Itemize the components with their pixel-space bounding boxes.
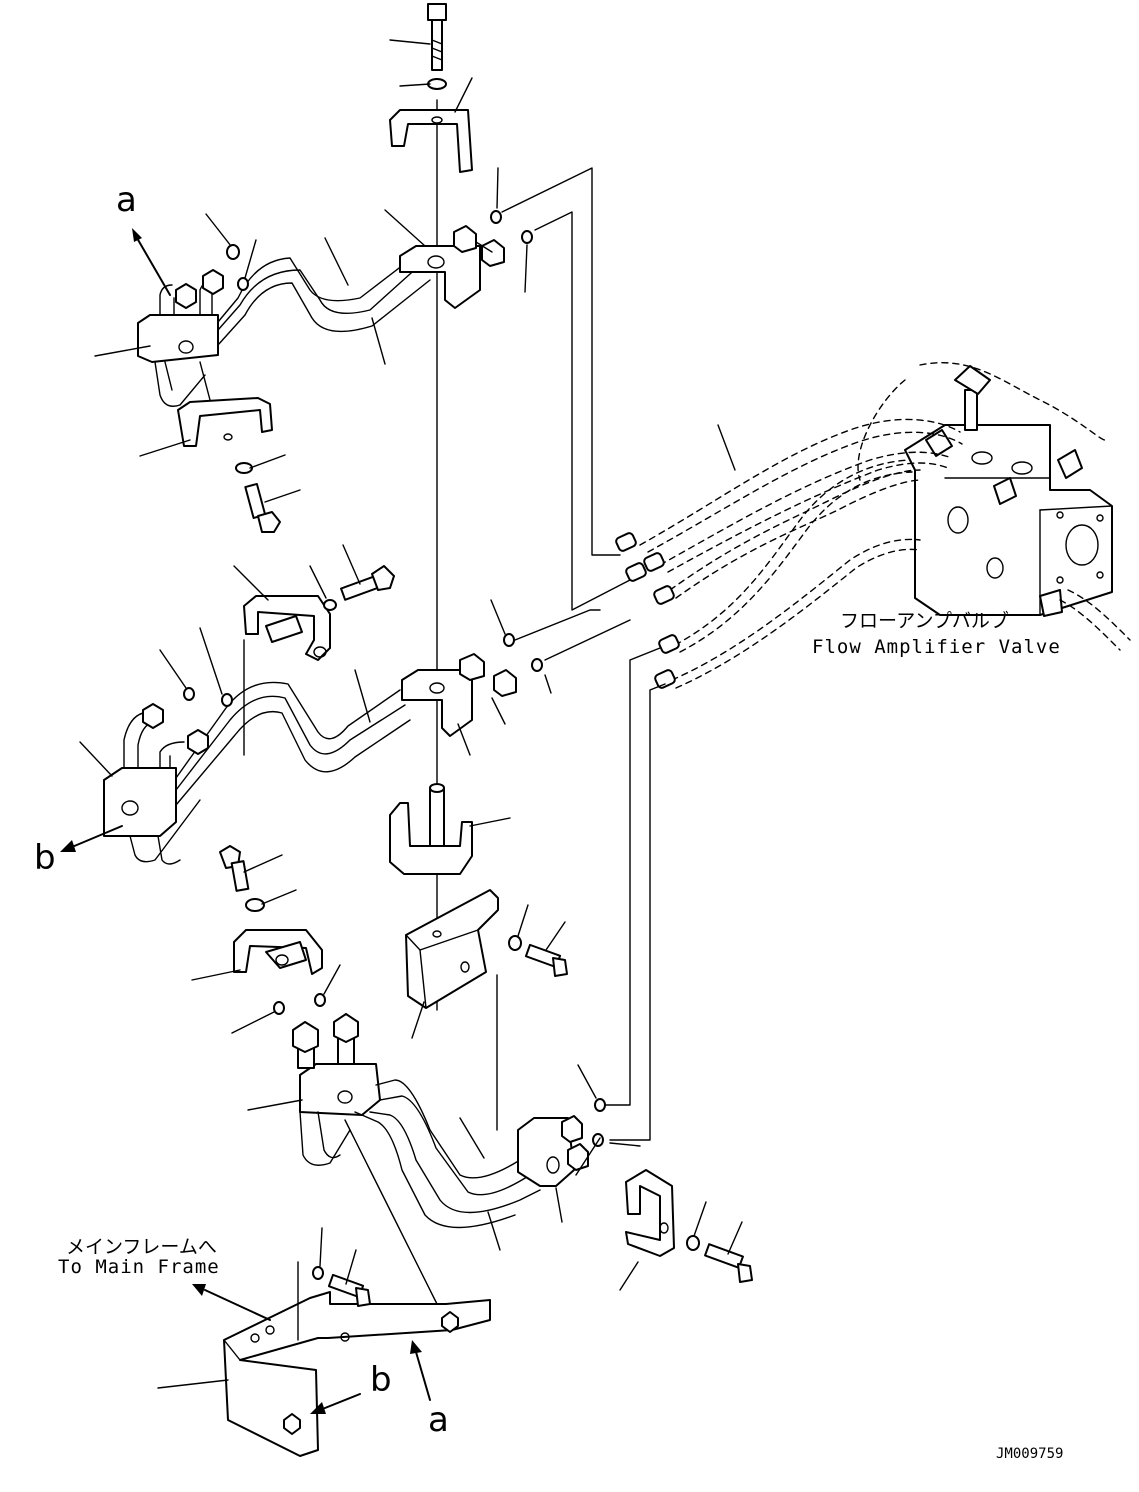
- bolt-icon: [244, 482, 281, 533]
- clamp-icon: [399, 225, 505, 309]
- clamp-icon: [389, 783, 473, 875]
- washer-icon: [686, 1235, 700, 1251]
- main-frame-jp-label: メインフレームへ: [66, 1236, 217, 1258]
- clamp-icon: [177, 397, 273, 447]
- bolt-icon: [340, 565, 395, 601]
- clamp-icon: [517, 1115, 589, 1187]
- hose-icon: [639, 362, 1131, 689]
- view-marker-a-bottom: a: [428, 1400, 449, 1440]
- clamp-icon: [625, 1169, 675, 1257]
- washer-icon: [427, 78, 447, 90]
- clamp-icon: [243, 595, 331, 661]
- tube-icon: [103, 681, 411, 865]
- o-ring-icon: [521, 230, 533, 244]
- washer-icon: [245, 898, 265, 912]
- o-ring-icon: [531, 658, 543, 672]
- bolt-icon: [427, 3, 447, 71]
- washer-icon: [323, 599, 337, 611]
- main-frame-en-label: To Main Frame: [58, 1256, 220, 1278]
- leader-line: [717, 424, 736, 471]
- clamp-icon: [389, 109, 473, 173]
- o-ring-icon: [490, 210, 502, 224]
- o-ring-icon: [314, 993, 326, 1007]
- clamp-icon: [233, 929, 323, 975]
- bracket-icon: [223, 1291, 491, 1457]
- view-marker-b-bottom: b: [370, 1360, 392, 1400]
- bolt-icon: [327, 1273, 371, 1307]
- o-ring-icon: [183, 687, 195, 701]
- valve-icon: [904, 365, 1113, 617]
- bolt-icon: [219, 845, 250, 892]
- bolt-icon: [292, 1013, 359, 1053]
- view-marker-b-middle: b: [34, 838, 56, 878]
- o-ring-icon: [273, 1001, 285, 1015]
- washer-icon: [312, 1266, 324, 1280]
- flow-amplifier-jp-label: フローアンプバルブ: [840, 610, 1009, 632]
- washer-icon: [508, 935, 522, 951]
- bolt-icon: [704, 1243, 753, 1283]
- o-ring-icon: [503, 633, 515, 647]
- o-ring-icon: [221, 693, 233, 707]
- drawing-number: JM009759: [996, 1446, 1064, 1462]
- bolt-icon: [142, 703, 209, 755]
- bracket-icon: [405, 889, 499, 1009]
- o-ring-icon: [237, 277, 249, 291]
- o-ring-icon: [226, 244, 240, 260]
- hose-icon: [615, 532, 680, 689]
- bolt-icon: [175, 269, 224, 309]
- clamp-icon: [401, 653, 517, 737]
- tube-icon: [137, 251, 431, 407]
- view-marker-a-top: a: [116, 180, 137, 220]
- o-ring-icon: [594, 1098, 606, 1112]
- bolt-icon: [524, 943, 568, 977]
- flow-amplifier-en-label: Flow Amplifier Valve: [812, 636, 1061, 658]
